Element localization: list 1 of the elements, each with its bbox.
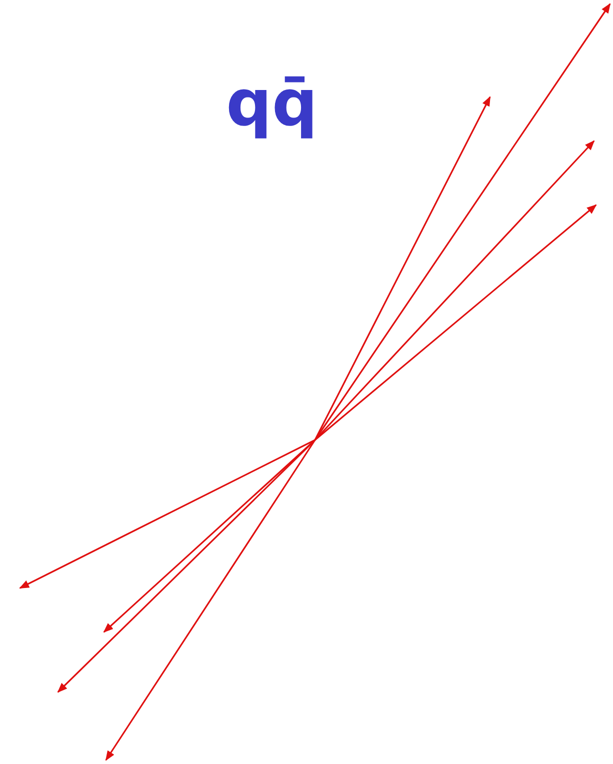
quark-antiquark-symbol: qq̄	[226, 72, 318, 136]
